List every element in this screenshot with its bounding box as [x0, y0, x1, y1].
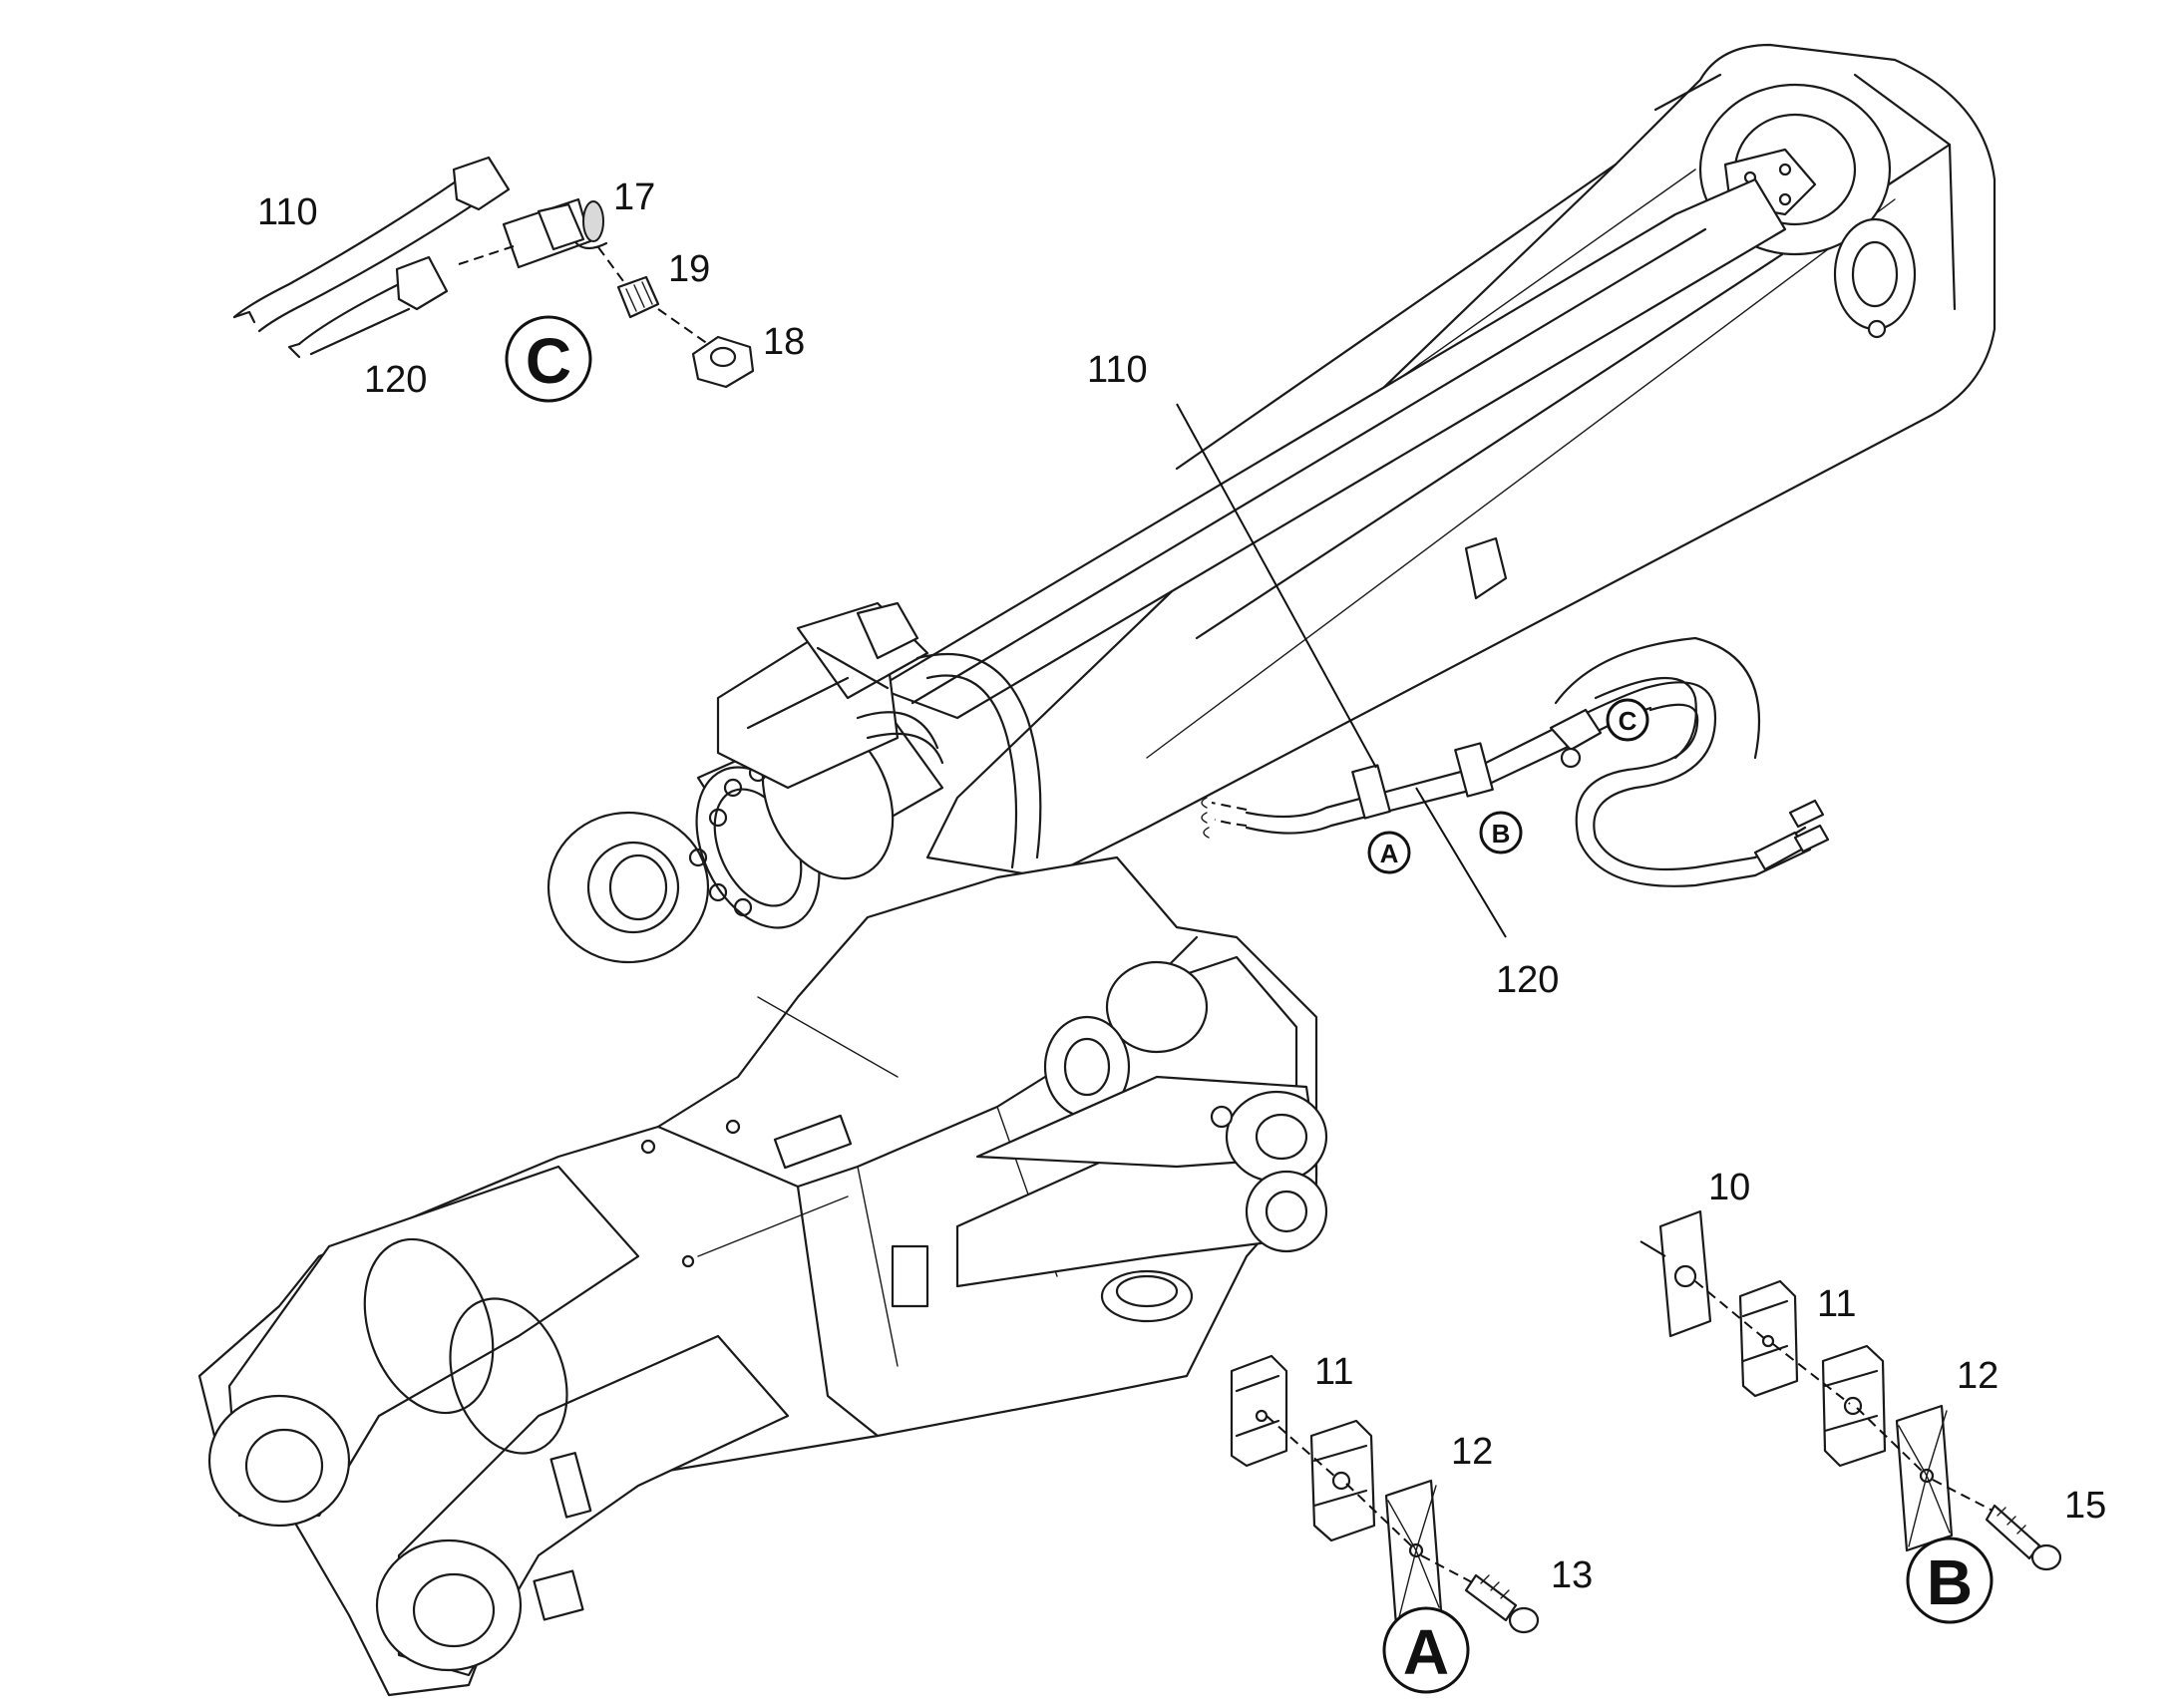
boom-arm [197, 43, 1997, 1697]
callout-120-main: 120 [1496, 959, 1559, 1001]
detail-c-group: C [232, 156, 755, 403]
detail-b-label: B [1927, 1546, 1973, 1618]
svg-text:A: A [1380, 839, 1399, 868]
svg-text:C: C [1619, 706, 1637, 736]
callout-110-main: 110 [1087, 349, 1148, 391]
callout-120-detail: 120 [364, 359, 427, 401]
detail-b-group: B [1639, 1209, 2062, 1624]
callout-11-a: 11 [1314, 1351, 1353, 1393]
detail-c-label: C [526, 325, 571, 397]
callout-13: 13 [1551, 1554, 1593, 1596]
callout-17: 17 [613, 176, 655, 218]
cylinder-head [546, 696, 944, 964]
callout-110-detail: 110 [257, 191, 318, 233]
detail-marker-b-small: B [1479, 811, 1523, 854]
detail-a-group: A [1230, 1354, 1540, 1694]
callout-10: 10 [1708, 1167, 1750, 1208]
callout-12-b: 12 [1957, 1355, 1998, 1397]
detail-a-label: A [1403, 1616, 1449, 1688]
svg-text:B: B [1492, 819, 1511, 849]
valve-block [716, 601, 929, 790]
callout-15: 15 [2064, 1485, 2106, 1527]
callout-12-a: 12 [1451, 1431, 1493, 1473]
callout-18: 18 [763, 321, 805, 363]
detail-marker-a-small: A [1367, 831, 1411, 874]
callout-19: 19 [668, 248, 710, 290]
callout-11-b: 11 [1817, 1283, 1856, 1325]
hose-assembly [1201, 636, 1830, 887]
detail-marker-c-small: C [1606, 698, 1649, 742]
